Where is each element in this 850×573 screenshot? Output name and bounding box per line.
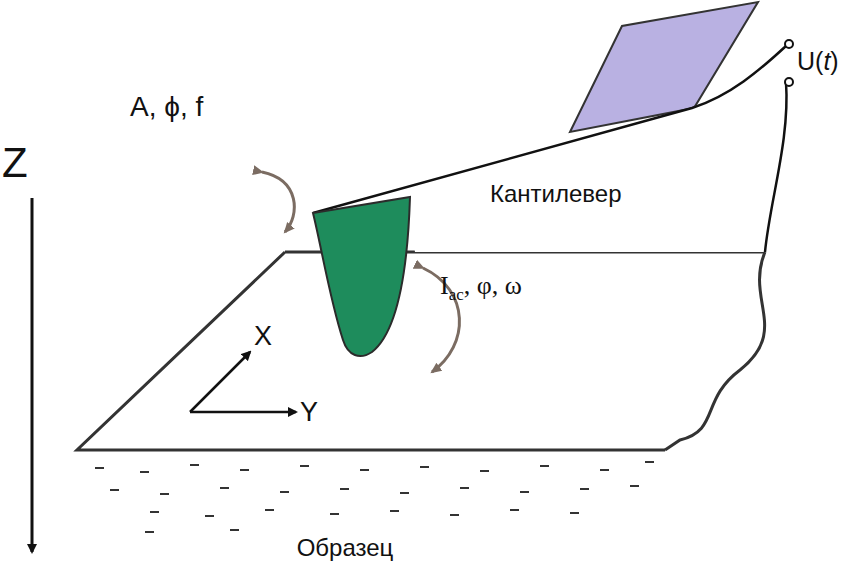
sample-plane bbox=[77, 252, 765, 450]
charge-mark bbox=[460, 487, 469, 489]
axis-label: X bbox=[254, 322, 272, 352]
charge-mark bbox=[340, 488, 349, 490]
charge-mark bbox=[540, 465, 549, 467]
charge-mark bbox=[390, 510, 399, 512]
z-axis bbox=[31, 198, 34, 552]
charge-mark bbox=[160, 493, 169, 495]
cantilever-label: Кантилевер bbox=[490, 180, 622, 207]
probe-tip bbox=[313, 197, 410, 356]
charge-mark bbox=[480, 470, 489, 472]
charge-mark bbox=[145, 531, 154, 533]
sample-label: Образец bbox=[297, 535, 394, 561]
current-label: Iac, φ, ω bbox=[440, 272, 522, 305]
charge-mark bbox=[330, 513, 339, 515]
charge-mark bbox=[265, 509, 274, 511]
charge-mark bbox=[570, 512, 579, 514]
x-axis bbox=[190, 352, 250, 412]
voltage-label: U(t) bbox=[797, 48, 839, 76]
charge-mark bbox=[110, 489, 119, 491]
charge-mark bbox=[510, 509, 519, 511]
oscillation-label: A, ϕ, f bbox=[130, 92, 203, 123]
charge-mark bbox=[205, 515, 214, 517]
charge-mark bbox=[230, 529, 239, 531]
terminal bbox=[785, 40, 793, 48]
charge-mark bbox=[400, 492, 409, 494]
cantilever: Кантилевер bbox=[490, 180, 626, 208]
axis-label: Y bbox=[300, 398, 318, 428]
cantilever-edge bbox=[313, 46, 786, 213]
charge-mark bbox=[140, 471, 149, 473]
charge-mark bbox=[360, 469, 369, 471]
charge-mark bbox=[450, 514, 459, 516]
charge-mark bbox=[420, 466, 429, 468]
charge-mark bbox=[645, 461, 654, 463]
sample-edge bbox=[665, 252, 765, 450]
charge-mark bbox=[190, 464, 199, 466]
charge-mark bbox=[280, 491, 289, 493]
wire bbox=[765, 82, 787, 252]
charge-mark bbox=[150, 511, 159, 513]
surface-charges bbox=[95, 462, 654, 532]
charge-mark bbox=[220, 487, 229, 489]
axis-label: Z bbox=[2, 140, 28, 186]
y-axis bbox=[190, 411, 296, 414]
charge-mark bbox=[630, 485, 639, 487]
charge-mark bbox=[240, 469, 249, 471]
charge-mark bbox=[580, 488, 589, 490]
charge-mark bbox=[600, 469, 609, 471]
charge-mark bbox=[520, 491, 529, 493]
charge-mark bbox=[300, 465, 309, 467]
terminal bbox=[785, 78, 793, 86]
charge-mark bbox=[95, 467, 104, 469]
oscillation-arrow bbox=[262, 172, 294, 232]
